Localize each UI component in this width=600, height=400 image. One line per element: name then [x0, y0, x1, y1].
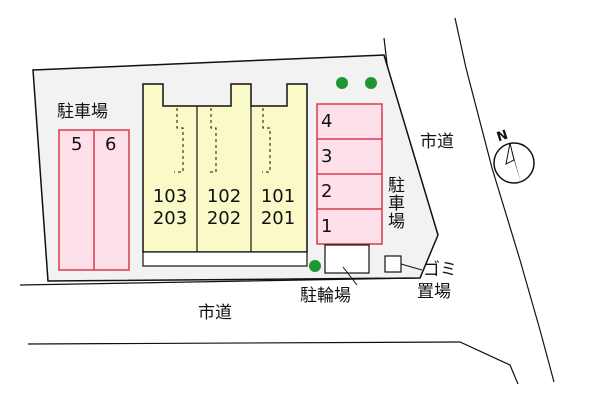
road-label-north-east: 市道: [420, 132, 454, 152]
parking-space-number: 6: [105, 134, 117, 155]
bicycle-parking-leader: [342, 266, 358, 286]
unit-number-upper: 101: [260, 186, 296, 207]
parking-label-left: 駐車場: [57, 102, 108, 122]
garbage-area-label-line2: 置場: [417, 282, 451, 302]
unit-number-upper: 103: [152, 186, 188, 207]
stairway-dashed: [262, 108, 271, 173]
road-edge-east: [454, 17, 555, 383]
parking-space-number: 1: [321, 216, 333, 237]
unit-label: 103 203: [145, 186, 195, 230]
north-compass: [493, 142, 535, 184]
parking-space-number: 2: [321, 181, 333, 202]
unit-number-lower: 203: [152, 208, 188, 229]
stairway-dashed: [174, 108, 184, 173]
bicycle-parking-label: 駐輪場: [300, 286, 351, 306]
garbage-area-label-line1: ゴミ: [423, 260, 457, 280]
unit-number-upper: 102: [206, 186, 242, 207]
parking-space-number: 5: [71, 134, 83, 155]
tree: [336, 77, 348, 89]
parking-space-number: 4: [321, 111, 333, 132]
parking-space-number: 3: [321, 146, 333, 167]
unit-number-lower: 202: [206, 208, 242, 229]
road-edge-south-lower: [27, 341, 519, 385]
tree: [365, 77, 377, 89]
building-balcony-strip: [142, 251, 308, 267]
tree: [309, 260, 321, 272]
compass-needle-light: [505, 142, 515, 165]
garbage-area-leader: [400, 263, 423, 271]
compass-ring: [493, 142, 535, 184]
parking-label-right: 駐車場: [384, 176, 404, 230]
unit-number-lower: 201: [260, 208, 296, 229]
road-label-south: 市道: [198, 303, 232, 323]
unit-label: 101 201: [253, 186, 303, 230]
bicycle-parking-area: [324, 244, 370, 274]
garbage-area: [384, 255, 402, 273]
unit-label: 102 202: [199, 186, 249, 230]
stairway-dashed: [209, 108, 217, 173]
